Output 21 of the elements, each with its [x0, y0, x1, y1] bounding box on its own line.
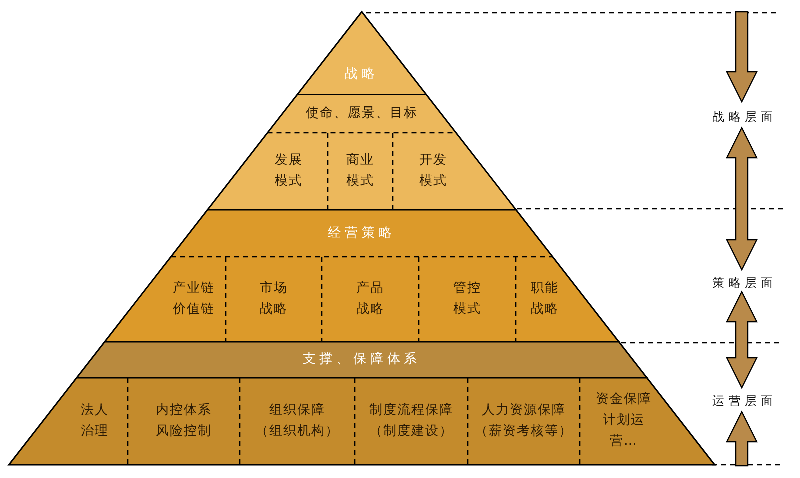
- pyramid-cell-text: 产业链价值链: [171, 278, 217, 320]
- pyramid-cell-text: 人力资源保障（薪资考核等）: [472, 400, 576, 442]
- pyramid-cell-text: 制度流程保障（制度建设）: [366, 400, 458, 442]
- level-label: 策略层面: [712, 275, 778, 292]
- pyramid-cell-text: 职能战略: [530, 278, 560, 320]
- pyramid-cell-text: 管控模式: [452, 278, 482, 320]
- tier-heading: 战略: [345, 65, 379, 85]
- level-label: 战略层面: [712, 109, 778, 126]
- pyramid-cell-text: 法人治理: [80, 400, 110, 442]
- pyramid-cell-text: 产品战略: [356, 278, 386, 320]
- pyramid-cell-text: 商业模式: [346, 150, 376, 192]
- pyramid-cell-text: 组织保障（组织机构）: [252, 400, 344, 442]
- pyramid-cell-text: 市场战略: [259, 278, 289, 320]
- tier-heading: 支撑、保障体系: [302, 350, 422, 370]
- pyramid-cell-text: 内控体系风险控制: [154, 400, 214, 442]
- tier-heading: 经营策略: [328, 224, 396, 244]
- pyramid-cell-text: 资金保障计划运营…: [594, 390, 654, 453]
- pyramid-cell-text: 开发模式: [418, 150, 448, 192]
- pyramid-cell-text: 发展模式: [274, 150, 304, 192]
- level-label: 运营层面: [712, 393, 778, 410]
- pyramid-cell-text: 使命、愿景、目标: [306, 104, 418, 124]
